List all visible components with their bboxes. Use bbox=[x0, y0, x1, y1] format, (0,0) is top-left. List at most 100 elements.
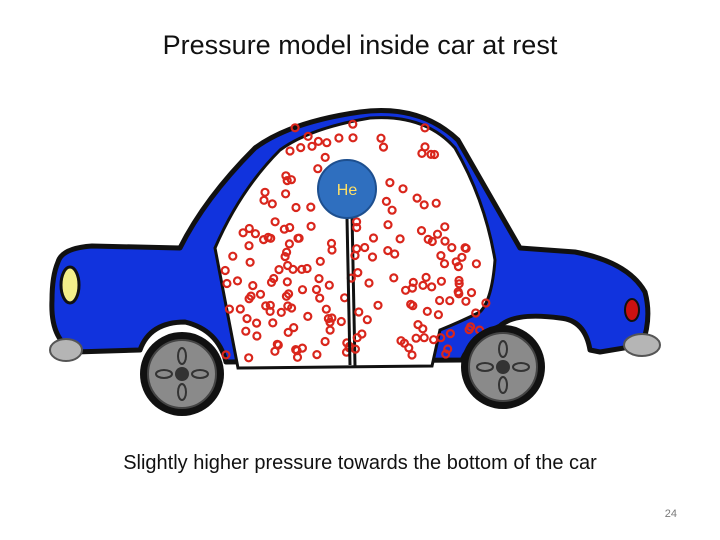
gas-particle bbox=[408, 301, 418, 311]
gas-particle bbox=[276, 307, 286, 317]
gas-particle bbox=[282, 277, 292, 287]
gas-particle bbox=[364, 278, 374, 288]
gas-particle bbox=[461, 243, 471, 253]
gas-particle bbox=[481, 298, 491, 308]
gas-particle bbox=[327, 313, 337, 323]
gas-particle bbox=[312, 350, 322, 360]
gas-particle bbox=[443, 344, 453, 354]
gas-particle bbox=[228, 251, 238, 261]
gas-particle bbox=[289, 323, 299, 333]
gas-particle bbox=[433, 310, 443, 320]
balloon-string bbox=[345, 217, 352, 366]
gas-particle bbox=[378, 142, 389, 152]
helium-balloon bbox=[317, 159, 377, 219]
gas-particle bbox=[281, 171, 291, 181]
gas-particle bbox=[259, 195, 269, 205]
gas-particle bbox=[268, 318, 278, 328]
gas-particle bbox=[221, 350, 231, 360]
gas-particle bbox=[266, 277, 277, 287]
gas-particle bbox=[315, 256, 325, 266]
gas-particle bbox=[353, 268, 363, 278]
gas-particle bbox=[307, 141, 317, 151]
gas-particle bbox=[270, 217, 280, 227]
gas-particle bbox=[321, 304, 331, 314]
gas-particle bbox=[427, 282, 437, 292]
gas-particle bbox=[281, 189, 291, 199]
gas-particle bbox=[445, 329, 455, 339]
gas-particle bbox=[267, 199, 277, 209]
gas-particle bbox=[348, 119, 358, 129]
gas-particle bbox=[352, 244, 362, 254]
gas-particle bbox=[282, 247, 292, 257]
slide-title: Pressure model inside car at rest bbox=[162, 30, 558, 60]
gas-particle bbox=[273, 340, 283, 350]
gas-particle bbox=[292, 352, 303, 362]
gas-particle bbox=[320, 152, 330, 162]
gas-particle bbox=[314, 274, 324, 284]
gas-particle bbox=[288, 264, 298, 274]
gas-particle bbox=[439, 259, 450, 269]
gas-particle bbox=[383, 246, 393, 256]
gas-particle bbox=[422, 306, 432, 316]
gas-particle bbox=[387, 205, 397, 215]
slide-caption: Slightly higher pressure towards the bot… bbox=[123, 452, 597, 474]
gas-particle bbox=[327, 245, 337, 255]
gas-particle bbox=[390, 249, 400, 259]
gas-particle bbox=[303, 131, 313, 141]
gas-particle bbox=[306, 221, 316, 231]
gas-particle bbox=[284, 239, 294, 249]
gas-particle bbox=[435, 295, 445, 306]
gas-particle bbox=[315, 293, 325, 303]
gas-particle bbox=[296, 143, 306, 153]
gas-particle bbox=[447, 243, 457, 253]
gas-particle bbox=[303, 311, 313, 321]
gas-particle bbox=[244, 353, 254, 363]
gas-particle bbox=[362, 315, 372, 325]
gas-particle bbox=[419, 200, 429, 210]
gas-particle bbox=[395, 234, 405, 244]
gas-particle bbox=[454, 275, 464, 286]
gas-particle bbox=[244, 223, 254, 234]
gas-particle bbox=[352, 222, 362, 233]
gas-particle bbox=[283, 327, 293, 337]
gas-particles bbox=[220, 119, 491, 363]
gas-particle bbox=[373, 300, 383, 310]
gas-particle bbox=[408, 277, 418, 287]
gas-particle bbox=[352, 217, 362, 227]
gas-particle bbox=[441, 349, 451, 359]
gas-particle bbox=[224, 304, 234, 314]
taillight bbox=[624, 298, 640, 322]
gas-particle bbox=[250, 229, 260, 239]
gas-particle bbox=[416, 226, 427, 236]
gas-particle bbox=[454, 279, 464, 289]
gas-particle bbox=[255, 289, 266, 299]
gas-particle bbox=[383, 220, 393, 230]
gas-particle bbox=[260, 187, 270, 197]
gas-particle bbox=[313, 136, 323, 146]
gas-particle bbox=[244, 294, 254, 304]
gas-particle bbox=[436, 276, 446, 286]
gas-particle bbox=[453, 287, 463, 297]
gas-particle bbox=[235, 304, 245, 314]
gas-particle bbox=[279, 224, 289, 234]
gas-particle bbox=[241, 326, 251, 336]
gas-particle bbox=[461, 296, 471, 306]
gas-particle bbox=[436, 251, 446, 261]
gas-particle bbox=[222, 278, 232, 289]
gas-particle bbox=[261, 301, 271, 311]
gas-particle bbox=[320, 336, 330, 347]
gas-particle bbox=[290, 123, 300, 133]
gas-particle bbox=[464, 325, 474, 335]
gas-particle bbox=[336, 316, 346, 327]
gas-particle bbox=[252, 318, 262, 328]
gas-particle bbox=[354, 307, 364, 317]
gas-particle bbox=[421, 272, 431, 282]
gas-particle bbox=[466, 288, 477, 298]
gas-particle bbox=[411, 333, 421, 343]
gas-particle bbox=[407, 350, 417, 360]
gas-particle bbox=[420, 123, 430, 133]
gas-particle bbox=[436, 333, 446, 343]
gas-particle bbox=[426, 149, 436, 159]
gas-particle bbox=[376, 133, 386, 143]
